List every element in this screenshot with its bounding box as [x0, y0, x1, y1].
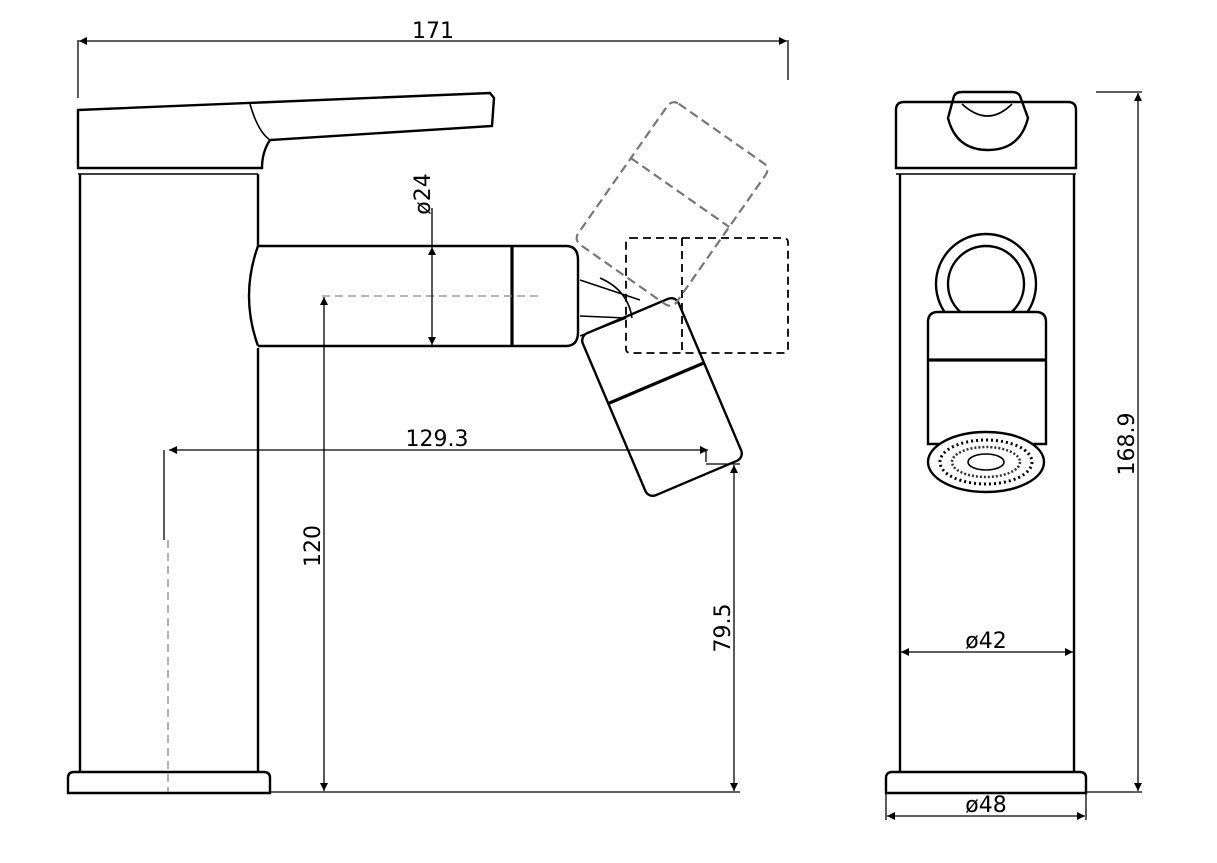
front-view: 168.9 ø42 ø48: [884, 90, 1142, 820]
spout-ring-inner: [946, 244, 1026, 324]
dim-body-diameter: ø42: [965, 629, 1006, 654]
spout-arm: [258, 244, 580, 348]
ball-joint: [579, 277, 641, 337]
dim-outlet-height: 79.5: [711, 604, 736, 653]
aerator-hidden-up: [575, 101, 769, 307]
faucet-base: [66, 770, 272, 795]
front-base: [884, 770, 1088, 795]
lever-handle: [76, 91, 496, 170]
front-cap: [894, 100, 1078, 170]
aerator-tilted: [581, 296, 743, 498]
dim-spout-reach: 129.3: [406, 427, 469, 452]
dim-pipe-diameter: ø24: [411, 173, 436, 214]
lever-neck: [249, 103, 271, 141]
front-lever: [946, 90, 1030, 152]
spout-joint-curve: [247, 245, 260, 347]
front-lever-inner: [961, 103, 1013, 117]
front-aerator: [926, 310, 1048, 446]
dim-total-height: 168.9: [1115, 413, 1140, 476]
aerator-nozzle: [926, 430, 1046, 494]
side-view: 171 ø24 129.3 120 79.5: [66, 19, 789, 795]
aerator-hidden-straight: [625, 237, 789, 354]
front-body: [898, 174, 1076, 772]
faucet-body: [78, 174, 260, 772]
dim-overall-width: 171: [412, 19, 454, 44]
dim-spout-height: 120: [301, 525, 326, 567]
dim-base-diameter: ø48: [965, 793, 1006, 818]
